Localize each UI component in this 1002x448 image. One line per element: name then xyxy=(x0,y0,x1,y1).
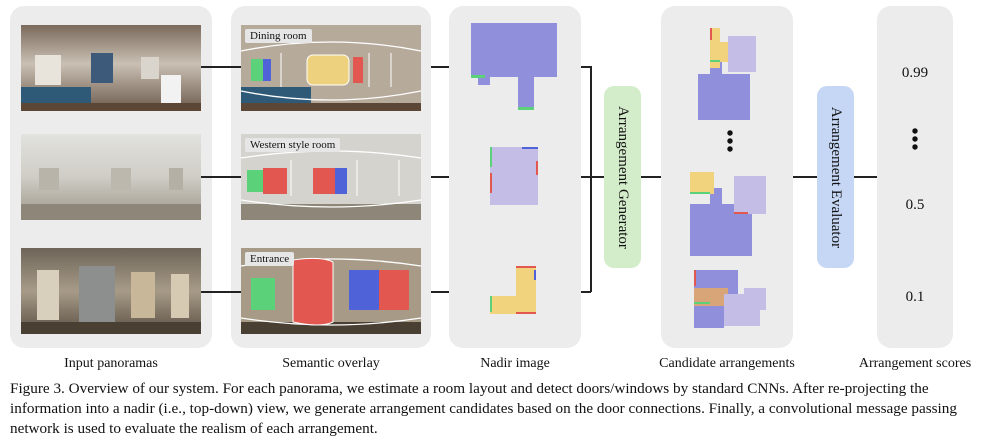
generator-to-candidates xyxy=(641,176,661,178)
bracket-to-generator xyxy=(590,176,604,178)
room-label-western: Western style room xyxy=(245,138,341,152)
candidate-ellipsis: • • • xyxy=(726,123,734,161)
semantic-overlay-dining: Dining room xyxy=(241,25,421,111)
candidate-arrangement-3 xyxy=(694,270,766,328)
bracket-top xyxy=(581,66,591,68)
connector-1b xyxy=(431,66,449,68)
candidate-arrangement-1 xyxy=(698,28,756,120)
bracket-mid xyxy=(581,176,591,178)
score-ellipsis: • • • xyxy=(911,121,919,159)
candidates-to-evaluator xyxy=(793,176,817,178)
connector-2b xyxy=(431,176,449,178)
candidate-arrangement-2 xyxy=(690,172,766,256)
label-input-panoramas: Input panoramas xyxy=(64,356,158,371)
label-nadir-image: Nadir image xyxy=(480,356,550,371)
bracket-bottom xyxy=(581,291,591,293)
arrangement-generator-box: Arrangement Generator xyxy=(604,86,641,268)
connector-3a xyxy=(201,291,241,293)
label-semantic-overlay: Semantic overlay xyxy=(282,356,380,371)
figure-caption: Figure 3. Overview of our system. For ea… xyxy=(10,380,957,437)
arrangement-evaluator-label: Arrangement Evaluator xyxy=(828,106,845,248)
label-arrangement-scores: Arrangement scores xyxy=(858,356,972,371)
nadir-image-dining xyxy=(471,23,557,110)
score-middle: 0.5 xyxy=(905,197,925,213)
semantic-overlay-western: Western style room xyxy=(241,134,421,220)
connector-3b xyxy=(431,291,449,293)
evaluator-to-scores xyxy=(854,176,877,178)
bracket-vertical xyxy=(590,66,592,292)
room-label-dining: Dining room xyxy=(245,29,312,43)
connector-1a xyxy=(201,66,241,68)
room-label-entrance: Entrance xyxy=(245,252,295,266)
score-bottom: 0.1 xyxy=(905,289,925,305)
panorama-western xyxy=(21,134,201,220)
panorama-entrance xyxy=(21,248,201,334)
connector-2a xyxy=(201,176,241,178)
arrangement-evaluator-box: Arrangement Evaluator xyxy=(817,86,854,268)
semantic-overlay-entrance: Entrance xyxy=(241,248,421,334)
score-top: 0.99 xyxy=(901,65,929,81)
panorama-dining xyxy=(21,25,201,111)
nadir-image-western xyxy=(490,147,538,205)
label-candidate-arrangements: Candidate arrangements xyxy=(659,356,795,371)
arrangement-generator-label: Arrangement Generator xyxy=(615,105,632,249)
arrangement-scores-panel xyxy=(877,6,953,348)
nadir-image-entrance xyxy=(490,266,536,314)
